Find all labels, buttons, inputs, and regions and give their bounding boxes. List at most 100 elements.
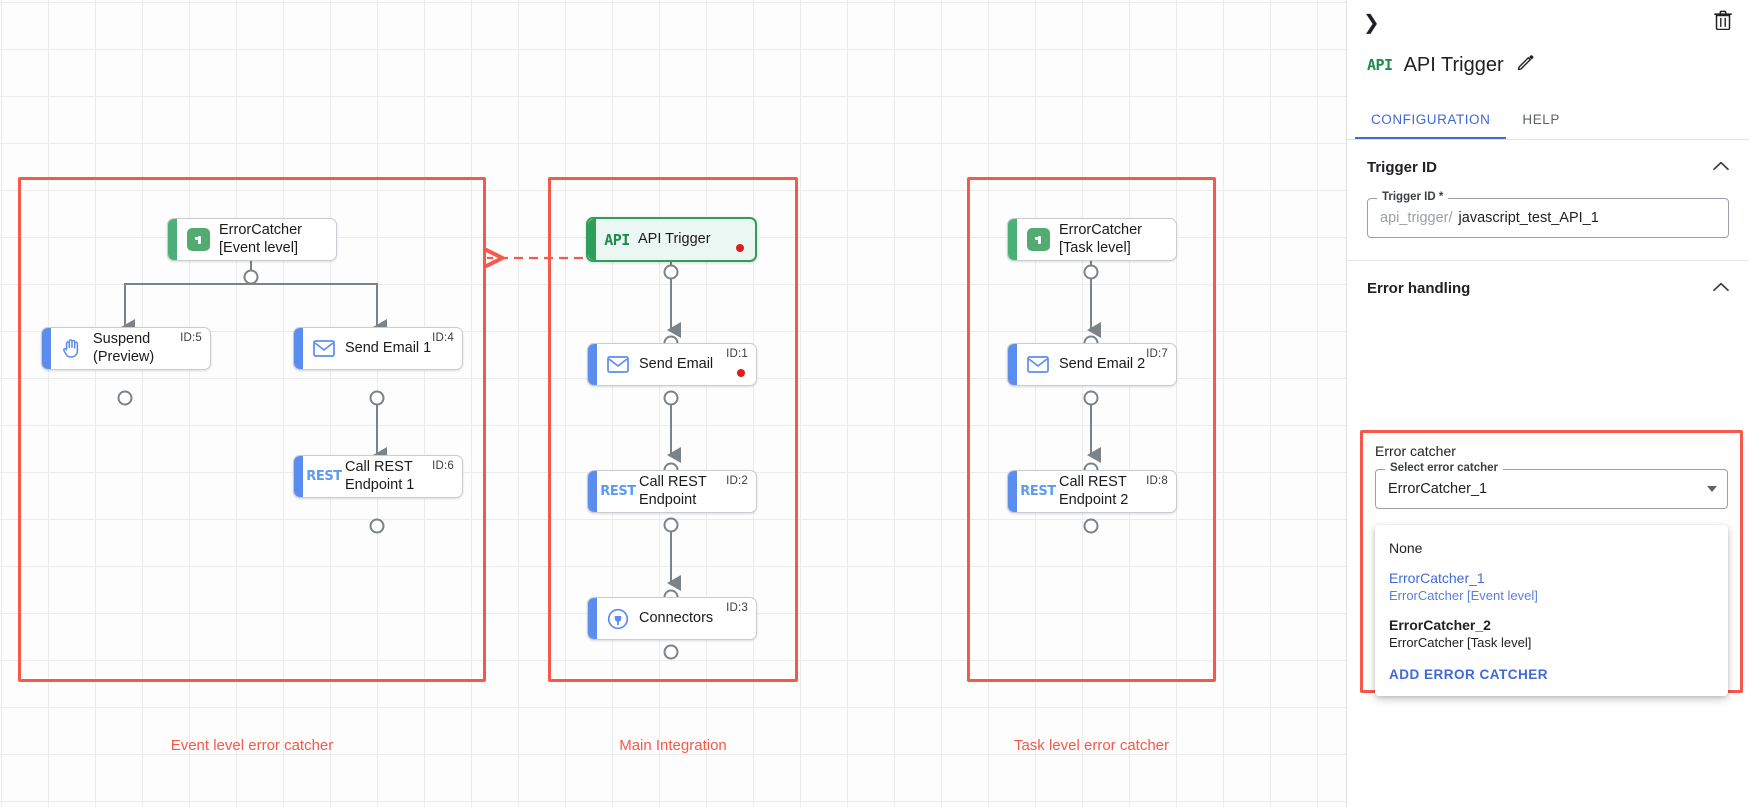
envelope-icon [303, 340, 345, 357]
node-errorcatcher-event-level[interactable]: ErrorCatcher [Event level] [167, 218, 337, 261]
node-label: ErrorCatcher [Event level] [219, 222, 302, 256]
select-value: ErrorCatcher_1 [1388, 481, 1488, 497]
node-accent-bar [294, 328, 303, 369]
node-label: Call REST Endpoint 1 [345, 459, 415, 493]
option-label: ErrorCatcher_2 [1389, 617, 1491, 633]
node-label: Send Email 1 [345, 339, 432, 356]
node-accent-bar [168, 219, 177, 260]
node-label: Send Email [639, 355, 714, 372]
node-call-rest-endpoint-2[interactable]: REST Call REST Endpoint 2 ID:8 [1007, 470, 1177, 513]
node-call-rest-endpoint[interactable]: REST Call REST Endpoint ID:2 [587, 470, 757, 513]
node-suspend[interactable]: Suspend (Preview) ID:5 [41, 327, 211, 370]
dropdown-option-none[interactable]: None [1375, 533, 1728, 563]
node-label: API Trigger [638, 230, 711, 247]
chevron-right-icon[interactable]: ❯ [1363, 10, 1380, 34]
option-label: ErrorCatcher_1 [1389, 570, 1485, 586]
chevron-down-icon[interactable] [1707, 486, 1717, 492]
node-id-tag: ID:5 [180, 332, 202, 344]
option-sublabel: ErrorCatcher [Event level] [1389, 588, 1538, 603]
error-catcher-dropdown[interactable]: None ErrorCatcher_1 ErrorCatcher [Event … [1375, 525, 1728, 696]
hand-icon [51, 338, 93, 359]
workflow-canvas[interactable]: Event level error catcher Main Integrati… [0, 0, 1346, 807]
field-label: Trigger ID * [1377, 191, 1449, 203]
rest-icon: REST [600, 484, 636, 499]
section-title: Trigger ID [1367, 158, 1438, 176]
dropdown-option-errorcatcher-1[interactable]: ErrorCatcher_1 ErrorCatcher [Event level… [1375, 563, 1728, 610]
node-label: Send Email 2 [1059, 355, 1146, 372]
node-send-email-2[interactable]: Send Email 2 ID:7 [1007, 343, 1177, 386]
error-catcher-highlight: Error catcher Select error catcher Error… [1360, 430, 1743, 696]
rest-icon: REST [1020, 484, 1056, 499]
group-box-main-integration[interactable] [548, 177, 798, 682]
node-id-tag: ID:3 [726, 602, 748, 614]
section-title: Error handling [1367, 279, 1471, 297]
node-error-indicator [737, 369, 745, 377]
panel-tabs: CONFIGURATION HELP [1347, 100, 1749, 140]
pencil-icon[interactable] [1517, 54, 1534, 76]
node-api-trigger[interactable]: API API Trigger [586, 217, 757, 262]
select-label: Select error catcher [1385, 462, 1504, 474]
api-icon: API [604, 230, 630, 249]
panel-topbar: ❯ [1347, 0, 1749, 44]
node-accent-bar [588, 598, 597, 639]
chevron-up-icon[interactable] [1713, 158, 1729, 176]
node-connectors[interactable]: Connectors ID:3 [587, 597, 757, 640]
node-id-tag: ID:4 [432, 332, 454, 344]
node-id-tag: ID:7 [1146, 348, 1168, 360]
node-accent-bar [588, 344, 597, 385]
trigger-id-field[interactable]: Trigger ID * api_trigger/ javascript_tes… [1367, 191, 1729, 238]
group-caption-event-level: Event level error catcher [170, 737, 334, 754]
chevron-up-icon[interactable] [1713, 279, 1729, 297]
tab-help[interactable]: HELP [1522, 112, 1560, 127]
add-error-catcher-button[interactable]: ADD ERROR CATCHER [1389, 667, 1548, 682]
node-error-indicator [736, 244, 744, 252]
properties-panel: ❯ API API Trigger CONFIGURATIO [1346, 0, 1749, 807]
section-divider [1347, 260, 1749, 261]
tab-configuration[interactable]: CONFIGURATION [1355, 100, 1507, 139]
group-box-task-level[interactable] [967, 177, 1216, 682]
node-send-email[interactable]: Send Email ID:1 [587, 343, 757, 386]
group-caption-task-level: Task level error catcher [1013, 737, 1170, 754]
trigger-id-prefix: api_trigger/ [1380, 210, 1453, 226]
rest-icon: REST [306, 469, 342, 484]
node-label: ErrorCatcher [Task level] [1059, 222, 1142, 256]
panel-title-row: API API Trigger [1347, 44, 1749, 86]
trash-icon[interactable] [1714, 10, 1732, 35]
section-trigger-id: Trigger ID Trigger ID * api_trigger/ jav… [1347, 140, 1749, 238]
option-label: None [1389, 540, 1423, 556]
node-accent-bar [588, 471, 597, 512]
select-error-catcher[interactable]: Select error catcher ErrorCatcher_1 [1375, 462, 1728, 509]
trigger-id-input[interactable]: javascript_test_API_1 [1458, 210, 1599, 226]
option-sublabel: ErrorCatcher [Task level] [1389, 635, 1532, 650]
envelope-icon [597, 356, 639, 373]
node-accent-bar [294, 456, 303, 497]
section-error-handling: Error handling [1347, 261, 1749, 315]
node-accent-bar [42, 328, 51, 369]
node-call-rest-endpoint-1[interactable]: REST Call REST Endpoint 1 ID:6 [293, 455, 463, 498]
node-accent-bar [1008, 344, 1017, 385]
node-errorcatcher-task-level[interactable]: ErrorCatcher [Task level] [1007, 218, 1177, 261]
node-id-tag: ID:8 [1146, 475, 1168, 487]
section-header-trigger-id[interactable]: Trigger ID [1367, 140, 1729, 194]
section-header-error-handling[interactable]: Error handling [1367, 261, 1729, 315]
api-icon: API [1367, 56, 1393, 74]
dropdown-option-errorcatcher-2[interactable]: ErrorCatcher_2 ErrorCatcher [Task level] [1375, 610, 1728, 657]
connector-plug-icon [597, 608, 639, 630]
node-label: Call REST Endpoint [639, 474, 707, 508]
group-box-event-level[interactable] [18, 177, 486, 682]
node-label: Call REST Endpoint 2 [1059, 474, 1129, 508]
node-send-email-1[interactable]: Send Email 1 ID:4 [293, 327, 463, 370]
node-id-tag: ID:1 [726, 348, 748, 360]
node-accent-bar [1008, 219, 1017, 260]
error-catcher-icon [1017, 228, 1059, 251]
error-catcher-icon [177, 228, 219, 251]
panel-body: Trigger ID Trigger ID * api_trigger/ jav… [1347, 140, 1749, 807]
node-accent-bar [588, 219, 596, 260]
node-accent-bar [1008, 471, 1017, 512]
node-label: Suspend (Preview) [93, 331, 155, 365]
node-id-tag: ID:2 [726, 475, 748, 487]
envelope-icon [1017, 356, 1059, 373]
page-title: API Trigger [1403, 53, 1504, 76]
group-caption-main-integration: Main Integration [619, 737, 727, 754]
node-id-tag: ID:6 [432, 460, 454, 472]
